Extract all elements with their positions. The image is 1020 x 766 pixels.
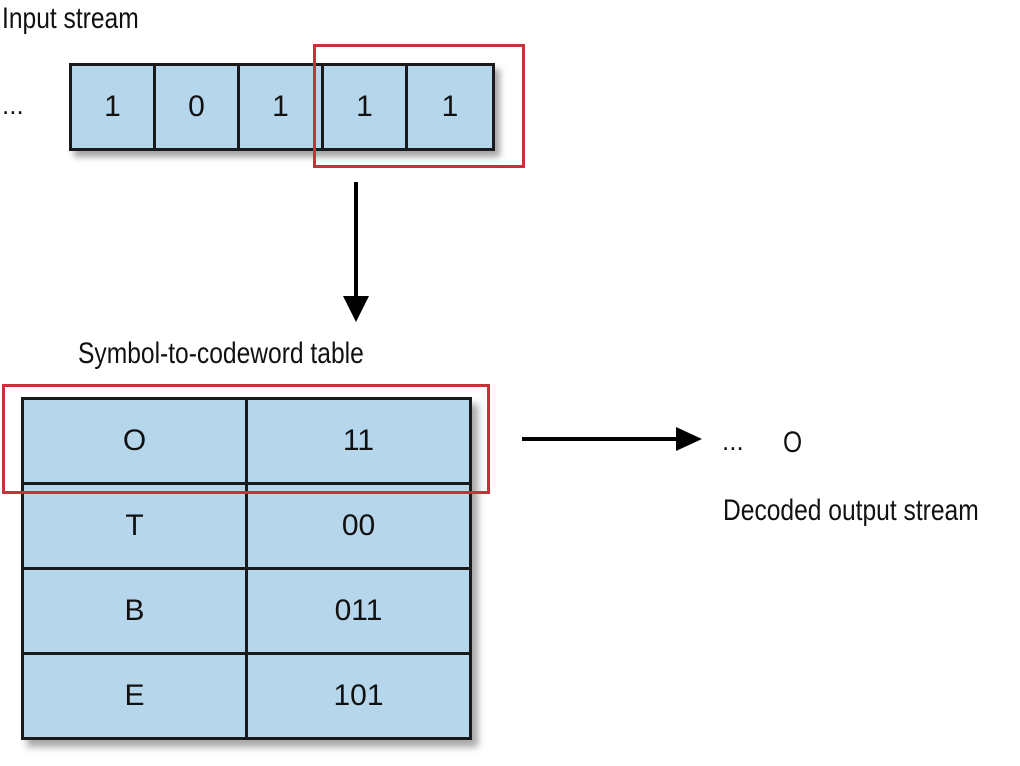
symbol-cell: B xyxy=(24,570,248,652)
output-value: O xyxy=(783,426,803,459)
table-row: B 011 xyxy=(24,570,469,655)
table-row: T 00 xyxy=(24,485,469,570)
output-stream-label: Decoded output stream xyxy=(723,494,979,527)
table-highlight-box xyxy=(2,384,490,494)
down-arrow xyxy=(343,182,369,322)
codeword-cell: 011 xyxy=(334,594,383,627)
codeword-cell: 00 xyxy=(341,509,376,542)
input-ellipsis: ... xyxy=(2,90,24,120)
table-row: O 11 xyxy=(24,400,469,485)
input-bit: 1 xyxy=(240,66,324,148)
table-row: E 101 xyxy=(24,655,469,737)
output-ellipsis: ... xyxy=(722,426,744,456)
input-stream-cells: 1 0 1 1 1 xyxy=(69,63,495,151)
right-arrow xyxy=(522,427,702,451)
input-stream-label: Input stream xyxy=(2,2,139,35)
codeword-cell: 101 xyxy=(333,679,384,712)
input-highlight-box xyxy=(313,44,525,168)
input-bit: 1 xyxy=(72,66,156,148)
symbol-cell: O xyxy=(24,400,248,482)
input-bit: 1 xyxy=(441,90,459,123)
symbol-codeword-table: O 11 T 00 B 011 E 101 xyxy=(21,397,472,740)
symbol-cell: E xyxy=(24,655,248,737)
input-bit: 0 xyxy=(156,66,240,148)
symbol-cell: T xyxy=(24,485,248,567)
table-label: Symbol-to-codeword table xyxy=(78,337,364,370)
input-bit: 1 xyxy=(324,66,408,148)
codeword-cell: 11 xyxy=(342,424,375,457)
